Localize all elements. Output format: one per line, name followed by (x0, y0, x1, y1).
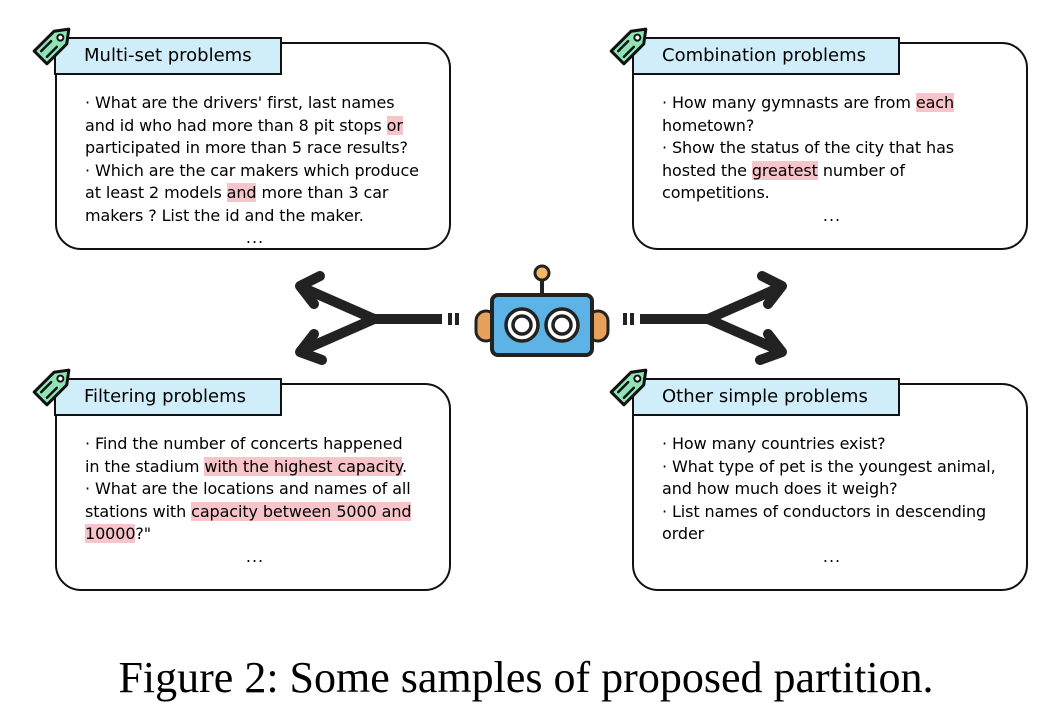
text-segment: ?" (135, 524, 152, 543)
text-segment: · What type of pet is the youngest anima… (662, 456, 996, 476)
text-segment: more than 3 car (256, 183, 389, 202)
text-segment: · What are the drivers' first, last name… (85, 93, 395, 112)
question-line: and how much does it weigh? (662, 478, 1007, 501)
text-segment: competitions. (662, 183, 770, 202)
question-line: · How many countries exist? (662, 433, 1007, 456)
card-multiset: · What are the drivers' first, last name… (55, 42, 451, 250)
text-segment: makers ? List the id and the maker. (85, 205, 364, 225)
question-line: hosted the greatest number of (662, 160, 1007, 183)
question-line: in the stadium with the highest capacity… (85, 456, 430, 479)
question-line: · What type of pet is the youngest anima… (662, 456, 1007, 479)
text-segment: participated in more than 5 race results… (85, 138, 408, 157)
question-line: hometown? (662, 115, 1007, 138)
card-body: · What are the drivers' first, last name… (85, 92, 430, 250)
text-segment: at least 2 models (85, 183, 227, 202)
question-line: · Show the status of the city that has (662, 137, 1007, 160)
question-line: · Find the number of concerts happened (85, 433, 430, 456)
card-title-other: Other simple problems (632, 378, 900, 416)
text-segment: and id who had more than 8 pit stops (85, 115, 387, 135)
question-line: stations with capacity between 5000 and (85, 501, 430, 524)
text-segment: in the stadium (85, 456, 205, 476)
highlighted-phrase: greatest (751, 160, 818, 180)
text-segment: · How many gymnasts are from (662, 93, 916, 112)
text-segment: . (401, 456, 407, 476)
question-line: competitions. (662, 182, 1007, 205)
card-filtering: · Find the number of concerts happened in… (55, 383, 451, 591)
text-segment: hometown? (662, 115, 755, 135)
question-line: · Which are the car makers which produce (85, 160, 430, 183)
card-title-combination: Combination problems (632, 37, 900, 75)
question-line: · What are the drivers' first, last name… (85, 92, 430, 115)
tag-icon (32, 27, 71, 66)
question-line: 10000?" (85, 523, 430, 546)
ellipsis: ... (822, 205, 842, 225)
highlighted-phrase: 10000 (85, 524, 136, 543)
card-title-multiset: Multi-set problems (54, 37, 282, 75)
text-segment: · Which are the car makers which produce (85, 160, 419, 180)
tag-icon (609, 27, 648, 66)
highlighted-phrase: and (226, 183, 257, 202)
highlighted-phrase: each (915, 93, 955, 112)
text-segment: · What are the locations and names of al… (85, 479, 411, 498)
card-body: · Find the number of concerts happened in… (85, 433, 430, 568)
text-segment: · List names of conductors in descending (662, 501, 987, 521)
question-line: and id who had more than 8 pit stops or (85, 115, 430, 138)
text-segment: order (662, 524, 705, 543)
text-segment: · How many countries exist? (662, 434, 886, 453)
text-segment: · Show the status of the city that has (662, 138, 955, 157)
text-segment: hosted the (662, 160, 752, 180)
question-line: at least 2 models and more than 3 car (85, 182, 430, 205)
card-title-filtering: Filtering problems (54, 378, 282, 416)
card-body: · How many countries exist? · What type o… (662, 433, 1007, 568)
highlighted-phrase: or (386, 115, 403, 135)
text-segment: number of (817, 160, 905, 180)
text-segment: and how much does it weigh? (662, 479, 898, 498)
fork-arrow-icon (295, 271, 459, 365)
text-segment: · Find the number of concerts happened (85, 434, 403, 453)
ellipsis: ... (245, 546, 265, 566)
fork-arrow-icon (623, 271, 787, 365)
question-line: · What are the locations and names of al… (85, 478, 430, 501)
question-line: · How many gymnasts are from each (662, 92, 1007, 115)
card-other: · How many countries exist? · What type o… (632, 383, 1028, 591)
robot-icon (474, 264, 610, 357)
figure-caption: Figure 2: Some samples of proposed parti… (118, 653, 934, 702)
highlighted-phrase: capacity between 5000 and (191, 501, 412, 521)
question-line: order (662, 523, 1007, 546)
text-segment: stations with (85, 501, 192, 521)
question-line: participated in more than 5 race results… (85, 137, 430, 160)
question-line: · List names of conductors in descending (662, 501, 1007, 524)
tag-icon (32, 368, 71, 407)
ellipsis: ... (245, 228, 265, 247)
highlighted-phrase: with the highest capacity (204, 456, 402, 476)
question-line: makers ? List the id and the maker. (85, 205, 430, 228)
ellipsis: ... (822, 546, 842, 566)
tag-icon (609, 368, 648, 407)
